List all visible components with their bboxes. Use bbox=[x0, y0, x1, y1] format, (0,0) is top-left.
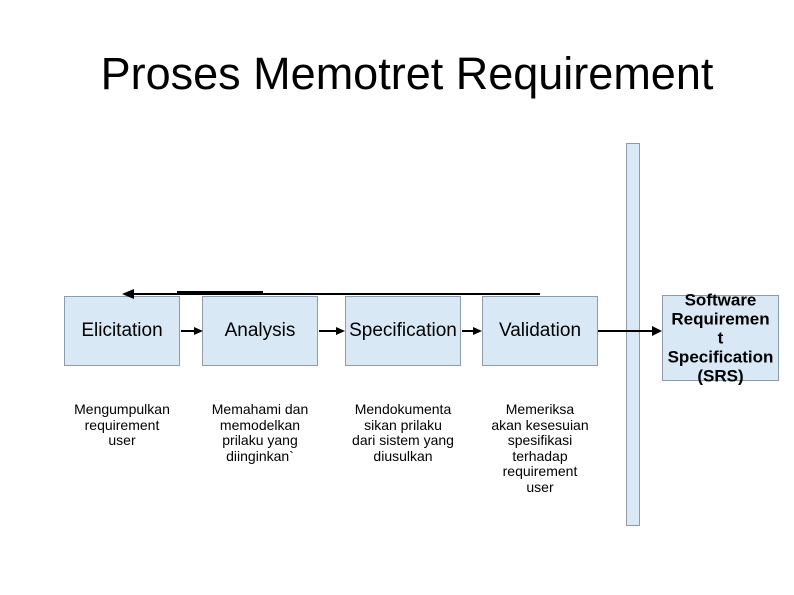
process-box-label: Analysis bbox=[224, 320, 296, 341]
process-box-label: Specification bbox=[349, 320, 457, 341]
process-box-specification: Specification bbox=[345, 296, 461, 366]
process-box-label: Elicitation bbox=[81, 320, 163, 341]
process-box-label: Validation bbox=[498, 320, 582, 341]
arrow-elicitation-analysis bbox=[181, 327, 203, 335]
process-box-analysis: Analysis bbox=[202, 296, 318, 366]
milestone-bar bbox=[626, 143, 640, 526]
arrow-analysis-specification bbox=[319, 327, 345, 335]
slide-title: Proses Memotret Requirement bbox=[100, 48, 714, 99]
feedback-arrow bbox=[122, 289, 540, 299]
process-box-validation: Validation bbox=[482, 296, 598, 366]
arrow-specification-validation bbox=[462, 327, 482, 335]
process-box-elicitation: Elicitation bbox=[64, 296, 180, 366]
